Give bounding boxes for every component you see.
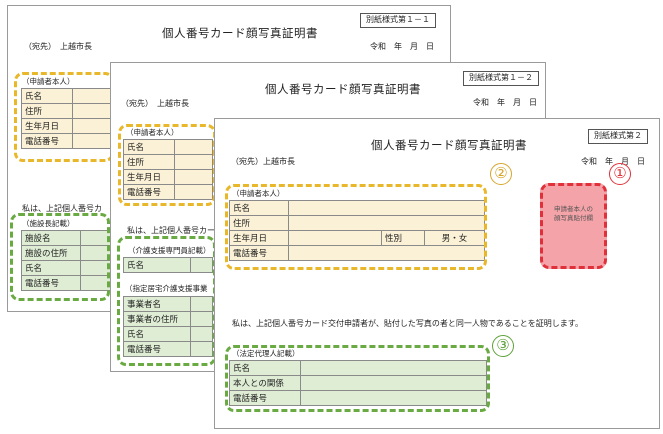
legal-representative-highlight	[225, 345, 490, 412]
row-label-phone: 電話番号	[229, 245, 289, 261]
applicant-caption: （申請者本人）	[232, 189, 285, 198]
business-table: 事業者名 事業者の住所 氏名 電話番号	[123, 296, 213, 357]
statement-text: 私は、上記個人番号カー	[127, 226, 215, 235]
care-manager-table: 氏名	[123, 257, 213, 273]
addressee: （宛先） 上越市長	[121, 99, 189, 108]
care-manager-highlight	[117, 236, 216, 366]
photo-area-label: 申請者本人の 顔写真貼付欄	[554, 205, 593, 222]
facility-highlight	[10, 213, 110, 301]
applicant-caption: （申請者本人）	[126, 128, 179, 137]
facility-caption: （施設長記載）	[22, 219, 75, 228]
applicant-table: 氏名 住所 生年月日 電話番号	[21, 88, 113, 149]
applicant-table: 氏名 住所 生年月日 電話番号	[123, 139, 213, 200]
form-number-badge: 別紙様式第１－１	[360, 13, 436, 28]
statement-text: 私は、上記個人番号カ	[22, 204, 102, 213]
applicant-highlight-1	[14, 72, 114, 162]
legal-representative-caption: （法定代理人記載）	[232, 349, 300, 358]
business-caption: （指定居宅介護支援事業	[125, 284, 208, 293]
marker-1: ①	[609, 163, 631, 185]
applicant-highlight-3	[225, 184, 487, 270]
row-label-phone: 電話番号	[123, 341, 191, 357]
applicant-caption: （申請者本人）	[22, 77, 75, 86]
applicant-highlight-2	[118, 124, 216, 206]
statement-text: 私は、上記個人番号カード交付申請者が、貼付した写真の者と同一人物であることを証明…	[232, 319, 583, 328]
form-title: 個人番号カード顔写真証明書	[371, 138, 527, 152]
addressee: （宛先） 上越市長	[24, 42, 92, 51]
date-line: 令和 年 月 日	[581, 157, 645, 166]
marker-3: ③	[492, 335, 514, 357]
addressee: （宛先）上越市長	[231, 157, 295, 166]
date-line: 令和 年 月 日	[370, 42, 434, 51]
date-line: 令和 年 月 日	[473, 98, 537, 107]
photo-area	[540, 183, 607, 269]
facility-table: 施設名 施設の住所 氏名 電話番号	[21, 230, 113, 291]
form-title: 個人番号カード顔写真証明書	[162, 26, 318, 40]
form-number-badge: 別紙様式第２	[588, 129, 648, 144]
row-label-phone: 電話番号	[229, 390, 301, 406]
care-manager-caption: （介護支援専門員記載）	[128, 246, 211, 255]
marker-2: ②	[490, 163, 512, 185]
legal-representative-table: 氏名 本人との関係 電話番号	[229, 360, 487, 406]
form-sheet-2: 別紙様式第２ 個人番号カード顔写真証明書 （宛先）上越市長 令和 年 月 日 （…	[214, 118, 660, 429]
form-title: 個人番号カード顔写真証明書	[265, 82, 421, 96]
applicant-table: 氏名 住所 生年月日 性別 男・女 電話番号	[229, 200, 485, 261]
form-number-badge: 別紙様式第１－２	[463, 71, 539, 86]
